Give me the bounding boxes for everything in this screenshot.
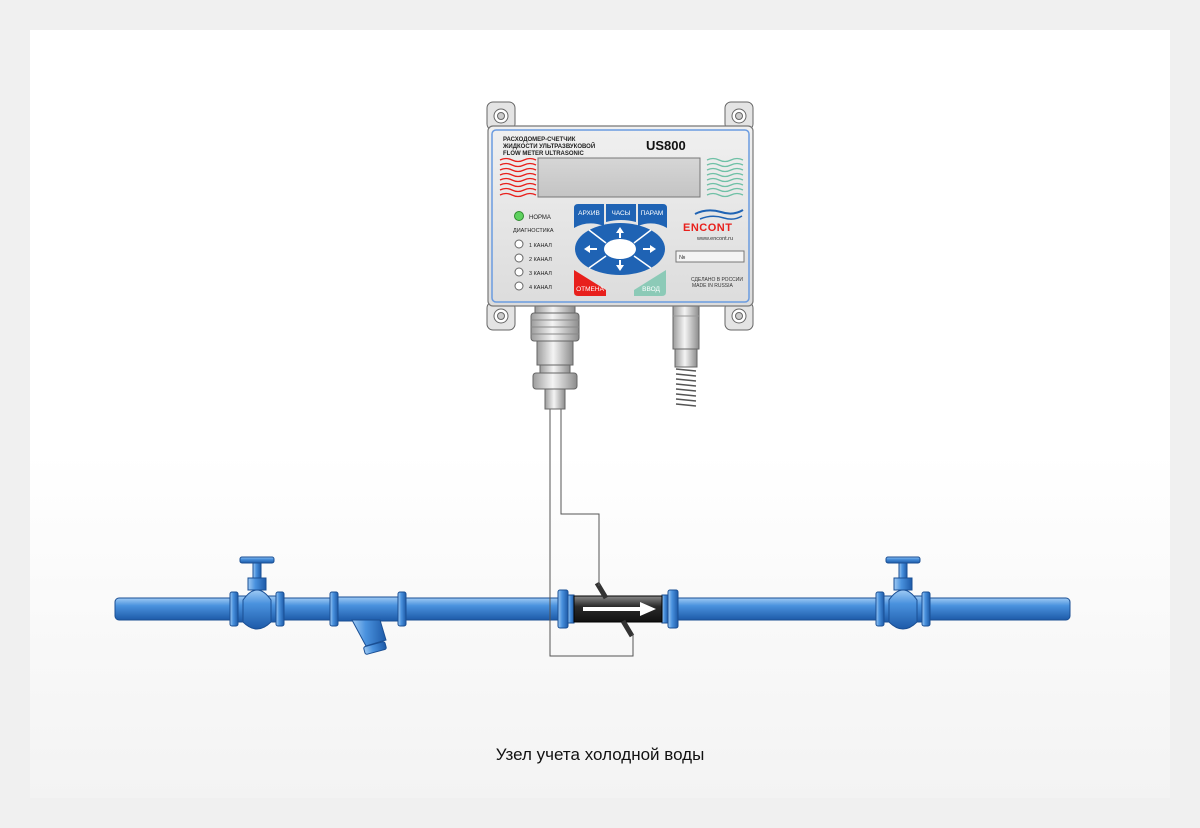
arrow-right-icon (643, 245, 656, 253)
archive-button[interactable]: АРХИВ (574, 204, 604, 228)
y-strainer (329, 591, 407, 655)
lcd-display (537, 157, 701, 198)
mounting-ear-bottom-right (724, 301, 754, 331)
serial-number-field (675, 250, 745, 263)
ultrasonic-flow-section (557, 581, 679, 638)
params-button[interactable]: ПАРАМ (638, 204, 667, 228)
norma-led (514, 211, 524, 221)
shutoff-valve-right (875, 556, 931, 630)
made-in-russia-en: MADE IN RUSSIA (692, 283, 734, 289)
channel-1-led (514, 239, 524, 249)
made-in-russia-ru: СДЕЛАНО В РОССИИ (691, 277, 743, 283)
channel-3-label: 3 КАНАЛ (529, 271, 552, 277)
brand-name: ENCONT (683, 222, 732, 234)
device-model: US800 (646, 138, 686, 153)
arrow-down-icon (616, 260, 624, 271)
arrow-down-button[interactable] (616, 260, 624, 271)
channel-2-label: 2 КАНАЛ (529, 257, 552, 263)
brand-website: www.encont.ru (696, 236, 733, 242)
signal-cables (549, 408, 634, 657)
cable-gland-left (530, 304, 580, 410)
channel-1-label: 1 КАНАЛ (529, 243, 552, 249)
encont-logo: ENCONT (683, 209, 744, 234)
channel-3-led (514, 267, 524, 277)
enter-button[interactable]: ВВОД (634, 270, 666, 296)
cancel-button-label: ОТМЕНА (576, 286, 604, 293)
device-title-line3: FLOW METER ULTRASONIC (503, 151, 585, 157)
arrow-left-icon (584, 245, 597, 253)
nav-ring (575, 223, 665, 275)
diagram-caption: Узел учета холодной воды (495, 745, 705, 764)
clock-button-label: ЧАСЫ (612, 210, 631, 217)
clock-button[interactable]: ЧАСЫ (606, 204, 636, 222)
diagnostics-label: ДИАГНОСТИКА (513, 228, 554, 234)
device-title-line2: ЖИДКОСТИ УЛЬТРАЗВУКОВОЙ (502, 142, 595, 150)
device-title-line1: РАСХОДОМЕР-СЧЕТЧИК (503, 137, 576, 143)
pipeline (114, 556, 1071, 655)
archive-button-label: АРХИВ (578, 210, 600, 217)
channel-4-led (514, 281, 524, 291)
shutoff-valve-left (229, 556, 285, 630)
serial-number-label: № (679, 254, 685, 261)
sensor-connector-right (672, 304, 700, 407)
green-wave-decoration (706, 157, 744, 198)
norma-label: НОРМА (529, 215, 551, 221)
mounting-ear-bottom-left (486, 301, 516, 331)
red-wave-decoration (499, 157, 537, 198)
channel-4-label: 4 КАНАЛ (529, 285, 552, 291)
arrow-left-button[interactable] (584, 245, 597, 253)
channel-2-led (514, 253, 524, 263)
flow-meter-device: РАСХОДОМЕР-СЧЕТЧИК ЖИДКОСТИ УЛЬТРАЗВУКОВ… (486, 101, 754, 331)
arrow-right-button[interactable] (643, 245, 656, 253)
keypad: АРХИВ ЧАСЫ ПАРАМ (574, 204, 667, 296)
cancel-button[interactable]: ОТМЕНА (574, 270, 606, 296)
enter-button-label: ВВОД (642, 286, 660, 293)
params-button-label: ПАРАМ (641, 210, 664, 217)
arrow-up-button[interactable] (616, 227, 624, 238)
arrow-up-icon (616, 227, 624, 238)
